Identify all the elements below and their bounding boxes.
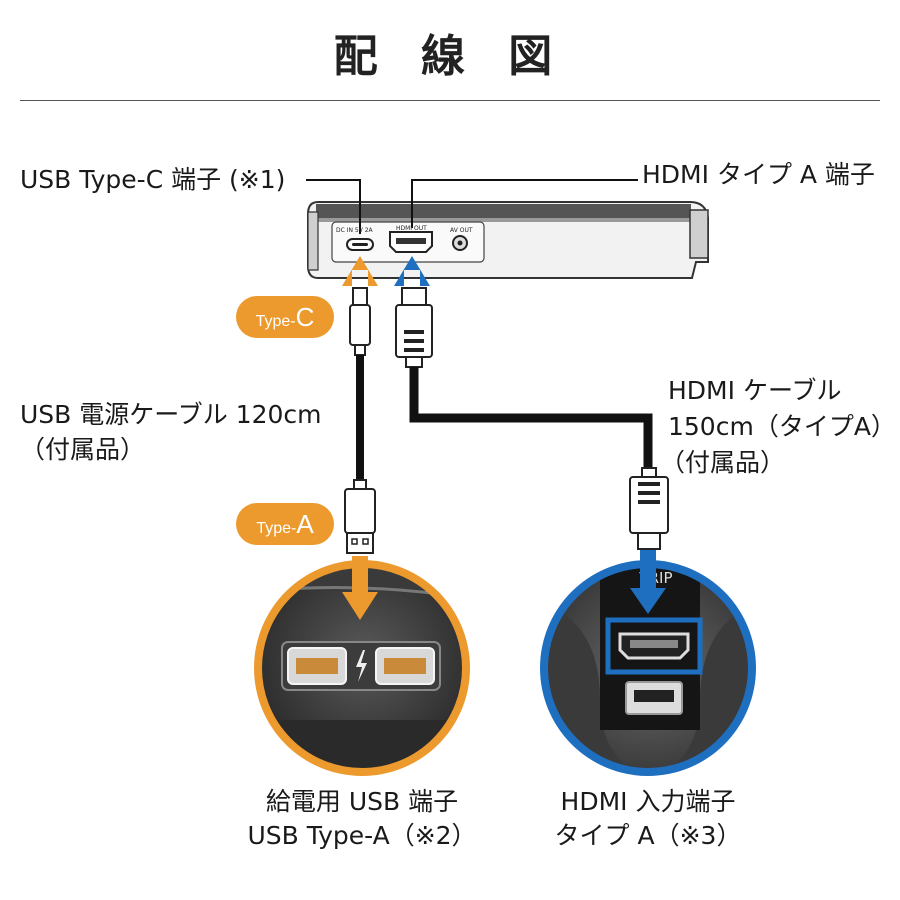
orange-down-arrow — [342, 556, 378, 620]
usb-caption-line2: USB Type-A（※2） — [247, 820, 477, 850]
type-c-badge-prefix: Type- — [255, 313, 296, 330]
usb-power-cable — [344, 287, 376, 554]
hdmi-port-caption: HDMI 入力端子 タイプ A（※3） — [508, 785, 788, 853]
hdmi-cable — [395, 287, 669, 550]
type-c-badge: Type-C — [236, 296, 334, 338]
type-a-badge-letter: A — [296, 509, 314, 539]
blue-up-arrow — [394, 256, 430, 286]
usb-caption-line1: 給電用 USB 端子 — [265, 787, 459, 816]
hdmi-caption-line1: HDMI 入力端子 — [560, 787, 736, 816]
orange-up-arrow — [342, 256, 378, 286]
hdmi-out-label: HDMI OUT — [396, 225, 427, 232]
hdmi-cable-label-line1: HDMI ケーブル — [668, 376, 842, 405]
hdmi-caption-line2: タイプ A（※3） — [554, 820, 742, 850]
usb-cable-label-line2: （付属品） — [20, 435, 146, 464]
player-device — [307, 201, 709, 279]
hdmi-port-label: HDMI タイプ A 端子 — [642, 160, 875, 189]
hdmi-highlight-box — [605, 617, 703, 675]
charge-bolt-icon — [356, 650, 367, 682]
hdmi-leader-line — [411, 179, 638, 228]
dc-in-label: DC IN 5V 2A — [336, 227, 374, 234]
type-a-badge-prefix: Type- — [256, 520, 297, 537]
blue-down-arrow — [630, 550, 666, 614]
page-title: 配 線 図 — [333, 31, 567, 82]
type-a-badge: Type-A — [236, 503, 334, 545]
title-divider — [20, 100, 880, 101]
usb-c-leader-line — [306, 179, 361, 234]
usb-c-port-label: USB Type-C 端子 (※1) — [20, 165, 286, 194]
device-top-edge — [316, 204, 691, 218]
usb-port-caption: 給電用 USB 端子 USB Type-A（※2） — [212, 785, 512, 853]
hdmi-cable-label-line3: （付属品） — [660, 448, 786, 477]
av-out-label: AV OUT — [450, 227, 473, 234]
usb-cable-label-line1: USB 電源ケーブル 120cm — [20, 400, 322, 429]
type-c-badge-letter: C — [295, 302, 315, 332]
hdmi-cable-label-line2: 150cm（タイプA） — [668, 412, 896, 441]
